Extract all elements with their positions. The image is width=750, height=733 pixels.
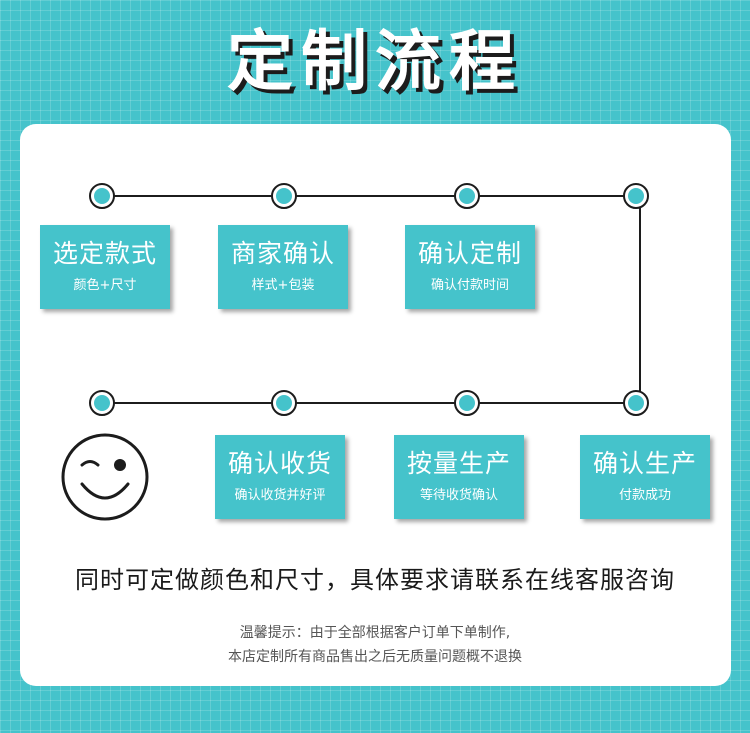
step-title: 商家确认 bbox=[230, 239, 335, 268]
flow-node bbox=[454, 390, 480, 416]
step-confirm-production: 确认生产 付款成功 bbox=[580, 435, 710, 519]
flow-node bbox=[89, 183, 115, 209]
step-title: 确认收货 bbox=[227, 449, 332, 478]
step-confirm-receipt: 确认收货 确认收货并好评 bbox=[215, 435, 345, 519]
process-card bbox=[20, 124, 731, 686]
custom-note: 同时可定做颜色和尺寸，具体要求请联系在线客服咨询 bbox=[75, 566, 675, 594]
page-title: 定制流程 bbox=[227, 23, 523, 100]
step-subtitle: 样式+包装 bbox=[251, 278, 315, 293]
winking-smiley-icon bbox=[61, 433, 149, 521]
step-subtitle: 颜色+尺寸 bbox=[73, 278, 137, 293]
flow-node bbox=[623, 183, 649, 209]
step-merchant-confirm: 商家确认 样式+包装 bbox=[218, 225, 348, 309]
flow-node bbox=[271, 390, 297, 416]
step-subtitle: 确认收货并好评 bbox=[234, 488, 326, 503]
flow-node bbox=[623, 390, 649, 416]
flow-node bbox=[271, 183, 297, 209]
step-subtitle: 付款成功 bbox=[618, 488, 671, 503]
step-select-style: 选定款式 颜色+尺寸 bbox=[40, 225, 170, 309]
step-title: 确认定制 bbox=[417, 239, 522, 268]
step-mass-production: 按量生产 等待收货确认 bbox=[394, 435, 524, 519]
step-subtitle: 等待收货确认 bbox=[419, 488, 498, 503]
tip-line: 温馨提示：由于全部根据客户订单下单制作, bbox=[239, 625, 511, 641]
step-title: 选定款式 bbox=[52, 239, 157, 268]
step-title: 按量生产 bbox=[406, 449, 511, 478]
flow-node bbox=[89, 390, 115, 416]
step-confirm-custom: 确认定制 确认付款时间 bbox=[405, 225, 535, 309]
tip-line: 本店定制所有商品售出之后无质量问题概不退换 bbox=[228, 649, 522, 665]
step-subtitle: 确认付款时间 bbox=[430, 278, 509, 293]
step-title: 确认生产 bbox=[592, 449, 697, 478]
flow-node bbox=[454, 183, 480, 209]
